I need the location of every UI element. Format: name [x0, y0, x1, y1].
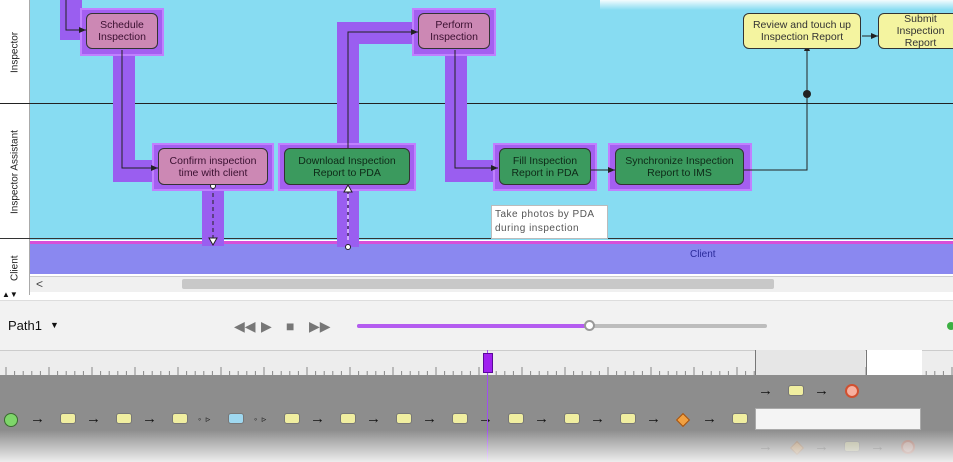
stop-button[interactable]: ■	[286, 318, 295, 334]
timeline-flow-arrow: →	[702, 410, 717, 427]
path-segment	[113, 160, 161, 182]
timeline-flow-arrow: →	[758, 382, 773, 399]
playhead-line	[487, 350, 488, 462]
arrowhead	[608, 167, 615, 173]
timeline-task[interactable]	[396, 413, 412, 424]
timeline-message-arrow: ◦ ▹	[254, 414, 268, 424]
node-download-report[interactable]: Download Inspection Report to PDA	[284, 148, 410, 185]
top-fade	[600, 0, 953, 10]
timeline-flow-arrow: →	[366, 410, 381, 427]
path-segment	[445, 50, 467, 180]
timeline-task[interactable]	[60, 413, 76, 424]
timeline-range	[866, 350, 922, 375]
timeline-flow-arrow: →	[534, 410, 549, 427]
path-segment	[445, 160, 497, 182]
status-indicator	[947, 322, 953, 330]
path-segment	[113, 50, 135, 180]
timeline-flow-arrow: →	[30, 410, 45, 427]
play-button[interactable]: ▶	[261, 318, 272, 334]
chevron-down-icon[interactable]: ▼	[50, 320, 59, 330]
timeline-range	[755, 350, 865, 375]
connector	[65, 0, 86, 31]
timeline-range	[755, 408, 921, 430]
message-arrowhead	[208, 237, 218, 247]
timeline-task[interactable]	[620, 413, 636, 424]
timeline-flow-arrow: →	[814, 382, 829, 399]
playhead-handle[interactable]	[483, 353, 493, 373]
timeline-task[interactable]	[788, 385, 804, 396]
arrowhead	[871, 33, 878, 39]
node-submit-report[interactable]: Submit Inspection Report	[878, 13, 953, 49]
timeline-task[interactable]	[340, 413, 356, 424]
scrollbar-thumb[interactable]	[182, 279, 774, 289]
annotation-note[interactable]: Take photos by PDA during inspection	[491, 205, 608, 239]
bottom-fade	[0, 430, 953, 462]
timeline-task[interactable]	[116, 413, 132, 424]
client-lane[interactable]	[30, 244, 953, 274]
lane-label-column: Inspector Inspector Assistant Client	[0, 0, 30, 295]
path-selector[interactable]: Path1	[8, 318, 42, 333]
node-sync-report[interactable]: Synchronize Inspection Report to IMS	[615, 148, 744, 185]
lane-divider	[0, 238, 953, 239]
rewind-button[interactable]: ◀◀	[234, 318, 256, 334]
node-schedule-inspection[interactable]: Schedule Inspection	[86, 13, 158, 49]
timeline-task[interactable]	[172, 413, 188, 424]
node-perform-inspection[interactable]: Perform Inspection	[418, 13, 490, 49]
node-fill-report[interactable]: Fill Inspection Report in PDA	[499, 148, 591, 185]
timeline-flow-arrow: →	[422, 410, 437, 427]
forward-button[interactable]: ▶▶	[309, 318, 331, 334]
node-confirm-time[interactable]: Confirm inspection time with client	[158, 148, 268, 185]
timeline-message-arrow: ◦ ▹	[198, 414, 212, 424]
connector	[454, 50, 498, 169]
arrowhead	[491, 165, 498, 171]
timeline-flow-arrow: →	[478, 410, 493, 427]
client-lane-label: Client	[690, 249, 716, 260]
message-start	[345, 244, 351, 250]
connector	[347, 31, 418, 240]
scroll-left-button[interactable]: <	[36, 277, 44, 291]
collapse-toggle-icon[interactable]: ▲▼	[2, 290, 18, 299]
lane-divider	[0, 103, 953, 104]
arrowhead	[79, 27, 86, 33]
timeline-flow-arrow: →	[86, 410, 101, 427]
message-arrowhead	[343, 183, 353, 193]
timeline-gateway[interactable]	[675, 412, 691, 428]
progress-knob[interactable]	[584, 320, 595, 331]
progress-fill	[357, 324, 587, 328]
timeline-end-event[interactable]	[845, 384, 859, 398]
junction-dot	[803, 90, 811, 98]
arrowhead	[151, 165, 158, 171]
path-segment	[337, 22, 419, 44]
timeline-task[interactable]	[452, 413, 468, 424]
connector	[121, 50, 158, 169]
timeline-flow-arrow: →	[310, 410, 325, 427]
timeline-flow-arrow: →	[142, 410, 157, 427]
timeline-task[interactable]	[228, 413, 244, 424]
timeline-flow-arrow: →	[590, 410, 605, 427]
timeline-task[interactable]	[732, 413, 748, 424]
lane-divider-highlight	[30, 241, 953, 244]
node-review-report[interactable]: Review and touch up Inspection Report	[743, 13, 861, 49]
timeline-task[interactable]	[284, 413, 300, 424]
timeline-start-event[interactable]	[4, 413, 18, 427]
timeline-task[interactable]	[508, 413, 524, 424]
connector	[744, 51, 808, 171]
timeline-flow-arrow: →	[646, 410, 661, 427]
arrowhead	[411, 29, 418, 35]
timeline-task[interactable]	[564, 413, 580, 424]
